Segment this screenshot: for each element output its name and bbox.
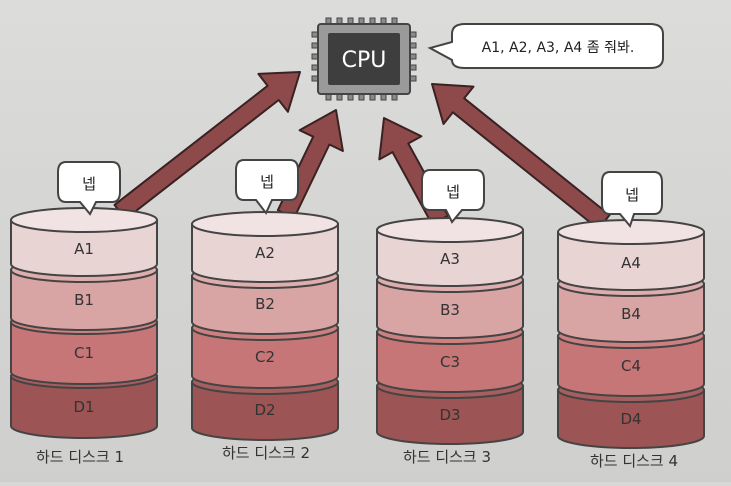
- cpu-label: CPU: [342, 48, 387, 73]
- request-speech-bubble: A1, A2, A3, A4 좀 줘봐.: [427, 23, 664, 69]
- arrow-disk1-to-cpu: [113, 71, 301, 221]
- disk-1-layer-c-label: C1: [74, 344, 94, 362]
- disk-3-layer-d: D3: [376, 373, 524, 445]
- disk-3-layer-c-label: C3: [440, 353, 460, 371]
- disk-1-layer-a: A1: [10, 207, 158, 277]
- disk-3-reply-text: 넵: [446, 183, 460, 201]
- request-bubble-text: A1, A2, A3, A4 좀 줘봐.: [482, 40, 635, 56]
- disk-4-reply-text: 넵: [625, 186, 639, 204]
- disk-4: D4 C4 B4 A4 넵 하드 디스크 4: [557, 171, 705, 470]
- disk-1-name: 하드 디스크 1: [36, 448, 124, 466]
- disk-2-layer-a-label: A2: [255, 244, 275, 262]
- disk-2-reply-text: 넵: [260, 173, 274, 191]
- disk-2-layer-a: A2: [191, 211, 339, 283]
- disk-1-layer-a-label: A1: [74, 240, 94, 258]
- disk-3-layer-b-label: B3: [440, 301, 460, 319]
- disk-2-name: 하드 디스크 2: [222, 444, 310, 462]
- disk-2-reply-bubble: 넵: [235, 159, 299, 215]
- disk-4-reply-bubble: 넵: [601, 171, 663, 229]
- disk-1-layer-b-label: B1: [74, 291, 94, 309]
- disk-3-reply-bubble: 넵: [421, 169, 485, 224]
- disk-4-name: 하드 디스크 4: [590, 452, 678, 470]
- disk-1-reply-text: 넵: [82, 175, 96, 193]
- disk-1: D1 C1 B1 A1 넵 하드 디스크 1: [10, 161, 158, 466]
- cpu-chip: CPU: [311, 17, 417, 101]
- disk-3-layer-d-label: D3: [439, 406, 460, 424]
- request-bubble-shape: [427, 23, 664, 69]
- disk-3-layer-c: C3: [376, 319, 524, 393]
- disk-4-layer-a-label: A4: [621, 254, 641, 272]
- disk-3: D3 C3 B3 A3 넵 하드 디스크 3: [376, 169, 524, 466]
- cpu-body: [328, 33, 400, 85]
- arrow-disk4-to-cpu: [431, 83, 611, 230]
- disk-2-layer-c-label: C2: [255, 348, 275, 366]
- disk-2-layer-b-label: B2: [255, 295, 275, 313]
- disk-4-layer-c-label: C4: [621, 357, 641, 375]
- disk-1-reply-bubble: 넵: [57, 161, 121, 216]
- disk-3-layer-a-label: A3: [440, 250, 460, 268]
- disk-1-layer-d-label: D1: [73, 398, 94, 416]
- disk-4-layer-b-label: B4: [621, 305, 641, 323]
- disk-3-name: 하드 디스크 3: [403, 448, 491, 466]
- disk-4-layer-a: A4: [557, 219, 705, 291]
- arrows: [113, 71, 611, 230]
- disk-4-layer-d-label: D4: [620, 410, 641, 428]
- disk-2: D2 C2 B2 A2 넵 하드 디스크 2: [191, 159, 339, 462]
- disk-2-layer-d-label: D2: [254, 401, 275, 419]
- disk-3-layer-a: A3: [376, 217, 524, 287]
